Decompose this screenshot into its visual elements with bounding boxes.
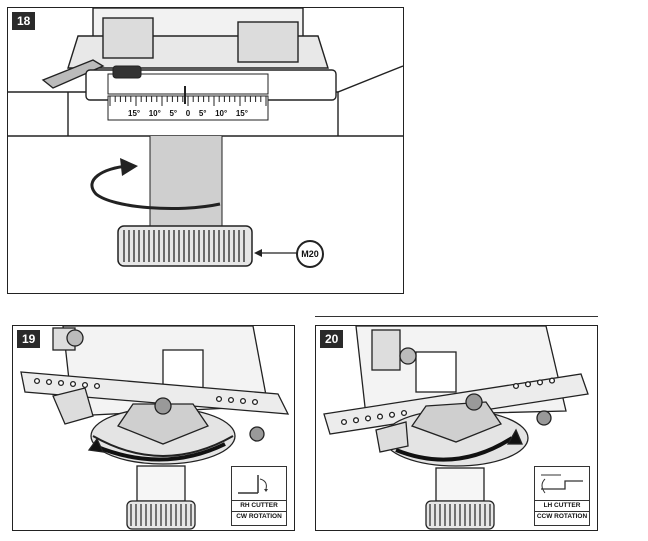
arm-hole [33,377,41,385]
figure-19-illustration [20,326,290,530]
arm-hole [388,411,396,418]
legend-cutter-type: RH CUTTER [232,500,286,512]
angle-scale-labels: 15° 10° 5° 0 5° 10° 15° [128,109,248,118]
scale-label: 5° [198,109,207,118]
arm-hole [352,417,360,424]
arm-hole [340,418,348,426]
arm-hole [251,398,259,406]
figure-18-panel: 18 [7,7,404,294]
jig-arm [20,371,290,415]
arm-hole [536,379,544,386]
scale-label: 0 [185,109,191,118]
rotation-arrow [94,442,226,462]
figure-20-illustration [323,326,589,530]
scale-label: 15° [128,109,141,118]
part-callout-m20: M20 [296,240,324,268]
rotation-arrow [395,436,514,462]
arm-hole [69,380,77,388]
legend-rotation: CW ROTATION [236,513,282,520]
arm-hole [376,413,384,420]
adjustment-shaft [150,136,222,226]
scale-label: 15° [235,109,248,118]
arm-hole [512,382,520,390]
legend-cutter-type: LH CUTTER [535,500,589,512]
rotation-arrow [90,164,221,211]
figure-number: 19 [17,330,41,348]
figure-18-illustration [8,8,403,267]
scale-label: 10° [215,109,228,118]
arm-hole [364,415,372,422]
arm-hole [524,381,532,388]
arm-hole [548,377,556,384]
knurled-knob [117,225,253,267]
figure-number: 20 [320,330,344,348]
divider-line [315,316,598,317]
arm-hole [400,409,408,417]
cutter-direction-icon [541,474,583,494]
figure-number: 18 [12,12,36,30]
figure-19-panel: 19 [12,325,295,531]
angle-scale-plate [85,65,337,121]
arm-hole [81,381,89,389]
scale-label: 10° [148,109,161,118]
legend-rotation: CCW ROTATION [536,513,588,520]
arm-hole [45,378,53,386]
scale-label: 5° [169,109,178,118]
arm-hole [57,379,65,387]
arm-hole [215,395,223,403]
arm-hole [239,397,247,405]
cutter-direction-icon [238,475,268,494]
cutter-legend: RH CUTTER CW ROTATION [231,466,287,526]
cutter-legend: LH CUTTER CCW ROTATION [534,466,590,526]
arm-hole [93,382,101,390]
arm-hole [227,396,235,404]
figure-20-panel: 20 LH CUTTER CCW ROTATION [315,325,598,531]
